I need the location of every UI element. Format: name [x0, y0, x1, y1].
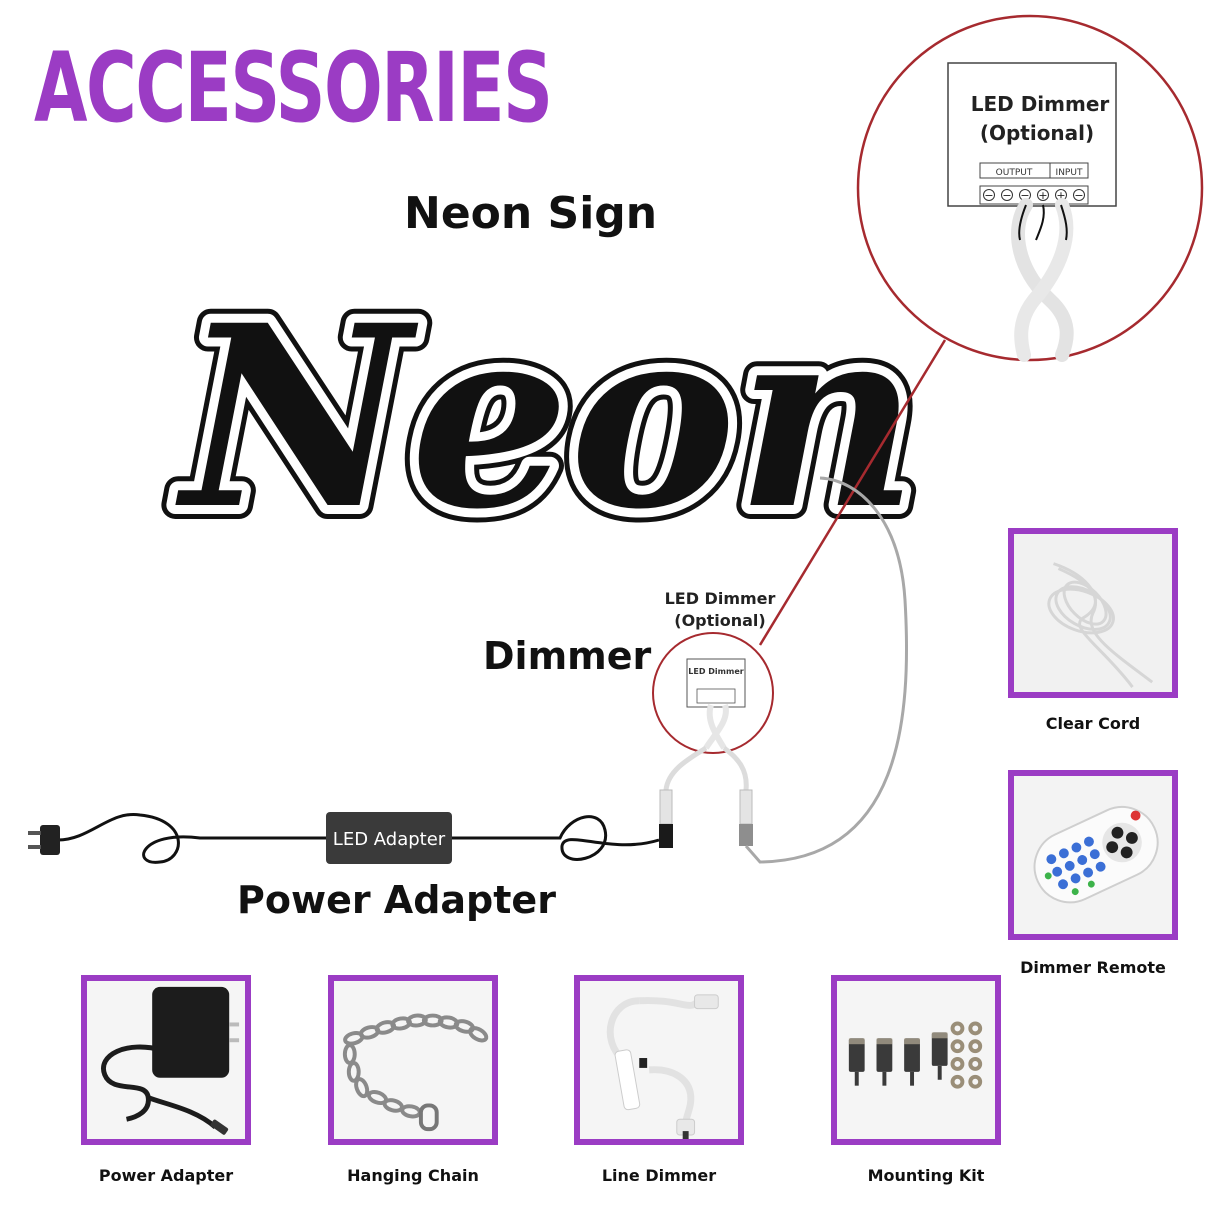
- clear-cord-icon: [1014, 534, 1172, 692]
- led-adapter-box-text: LED Adapter: [333, 829, 446, 850]
- power-adapter-label: Power Adapter: [237, 878, 556, 922]
- zoom-output-label: OUTPUT: [996, 168, 1033, 178]
- power-cable-left: [57, 812, 330, 864]
- hanging-chain-caption: Hanging Chain: [347, 1166, 479, 1185]
- hanging-chain-tile: [328, 975, 498, 1145]
- dimmer-callout-line2: (Optional): [674, 611, 766, 630]
- power-plug: [28, 825, 60, 855]
- svg-text:−: −: [1002, 189, 1011, 202]
- small-dimmer-terminals: [696, 688, 736, 704]
- svg-text:−: −: [984, 189, 993, 202]
- dimmer-plug-right: [739, 789, 753, 825]
- neon-sign: Neon Neon Neon: [161, 256, 932, 578]
- dimmer-plug-left: [659, 789, 673, 825]
- zoom-box-line2: (Optional): [980, 121, 1094, 145]
- callout-connector-line: [758, 339, 947, 646]
- mounting-kit-icon: [837, 981, 995, 1139]
- power-adapter-caption: Power Adapter: [98, 1166, 234, 1185]
- zoom-input-label: INPUT: [1056, 168, 1083, 178]
- zoom-cable-right: [1011, 198, 1074, 362]
- dimmer-callout-line1: LED Dimmer: [664, 589, 776, 608]
- dimmer-label: Dimmer: [483, 634, 652, 678]
- svg-text:+: +: [1056, 189, 1065, 202]
- zoom-wire-2: [1035, 204, 1045, 241]
- small-dimmer-box-text: LED Dimmer: [688, 667, 743, 676]
- dimmer-zoom-callout: LED Dimmer (Optional) OUTPUT INPUT − − −…: [856, 14, 1204, 362]
- small-dimmer-cable-b: [703, 704, 729, 750]
- neon-sign-outline: Neon: [175, 270, 918, 564]
- svg-text:−: −: [1020, 189, 1029, 202]
- clear-cord-caption: Clear Cord: [1045, 714, 1141, 733]
- clear-cord-tile: [1008, 528, 1178, 698]
- power-adapter-tile: [81, 975, 251, 1145]
- svg-text:+: +: [1038, 189, 1047, 202]
- line-dimmer-tile: [574, 975, 744, 1145]
- zoom-input-header: [1049, 162, 1089, 179]
- dimmer-remote-tile: [1008, 770, 1178, 940]
- power-adapter-icon: [87, 981, 245, 1139]
- mounting-kit-tile: [831, 975, 1001, 1145]
- dimmer-remote-icon: [1014, 776, 1172, 934]
- dimmer-remote-caption: Dimmer Remote: [1020, 958, 1166, 977]
- svg-text:−: −: [1074, 189, 1083, 202]
- led-adapter-box: [326, 812, 452, 864]
- zoom-wire-1: [1018, 204, 1027, 241]
- neon-sign-label: Neon Sign: [404, 188, 658, 239]
- small-dimmer-callout: LED Dimmer: [652, 632, 774, 754]
- line-dimmer-icon: [580, 981, 738, 1139]
- sign-jack: [739, 824, 753, 846]
- dimmer-output-cable: [663, 745, 708, 791]
- page-title: ACCESSORIES: [34, 32, 553, 144]
- dimmer-input-cable: [722, 745, 749, 791]
- zoom-dimmer-box: [947, 62, 1117, 207]
- adapter-jack: [659, 824, 673, 848]
- line-dimmer-caption: Line Dimmer: [601, 1166, 717, 1185]
- neon-sign-glow: Neon: [175, 270, 918, 564]
- mounting-kit-caption: Mounting Kit: [867, 1166, 985, 1185]
- zoom-terminals: − − − + + −: [979, 185, 1089, 205]
- hanging-chain-icon: [334, 981, 492, 1139]
- sign-cable: [744, 476, 909, 864]
- neon-sign-text: Neon: [175, 270, 918, 564]
- zoom-wire-3: [1060, 204, 1068, 241]
- dimmer-callout-text: LED Dimmer (Optional): [660, 588, 780, 632]
- power-cable-right: [450, 815, 660, 861]
- zoom-box-line1: LED Dimmer: [971, 92, 1110, 116]
- small-dimmer-cable-a: [706, 704, 727, 750]
